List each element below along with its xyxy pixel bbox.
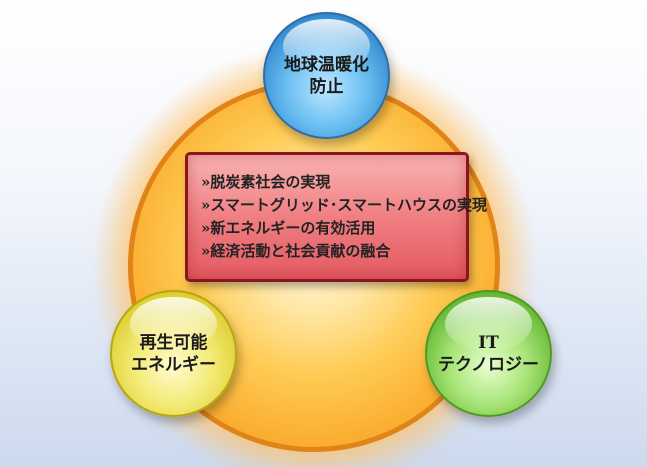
it-technology-sphere: IT テクノロジー (425, 290, 552, 417)
goal-item-text: 脱炭素社会の実現 (210, 173, 331, 191)
chevron-marker-icon: » (201, 242, 211, 260)
goal-item: »スマートグリッド･スマートハウスの実現 (201, 194, 487, 217)
goal-item: »新エネルギーの有効活用 (201, 217, 466, 240)
global-warming-prevention-sphere: 地球温暖化 防止 (263, 12, 390, 139)
goal-item: »脱炭素社会の実現 (201, 171, 466, 194)
sphere-label-line1: IT (478, 332, 499, 353)
sphere-label-line1: 再生可能 (139, 332, 208, 353)
renewable-energy-sphere: 再生可能 エネルギー (110, 290, 237, 417)
goal-item: »経済活動と社会貢献の融合 (201, 240, 466, 263)
sphere-label: IT テクノロジー (427, 292, 550, 415)
sphere-label-line2: エネルギー (131, 354, 216, 375)
goal-item-text: 新エネルギーの有効活用 (210, 219, 376, 237)
goals-box: »脱炭素社会の実現 »スマートグリッド･スマートハウスの実現 »新エネルギーの有… (185, 152, 487, 282)
chevron-marker-icon: » (201, 219, 211, 237)
sphere-label-line1: 地球温暖化 (284, 54, 369, 75)
sphere-label-line2: 防止 (309, 76, 344, 97)
sphere-label: 再生可能 エネルギー (112, 292, 235, 415)
sphere-label-line2: テクノロジー (438, 354, 539, 375)
goal-item-text: スマートグリッド･スマートハウスの実現 (210, 196, 487, 214)
chevron-marker-icon: » (201, 196, 211, 214)
goal-item-text: 経済活動と社会貢献の融合 (210, 242, 391, 260)
sphere-label: 地球温暖化 防止 (265, 14, 388, 137)
chevron-marker-icon: » (201, 173, 211, 191)
